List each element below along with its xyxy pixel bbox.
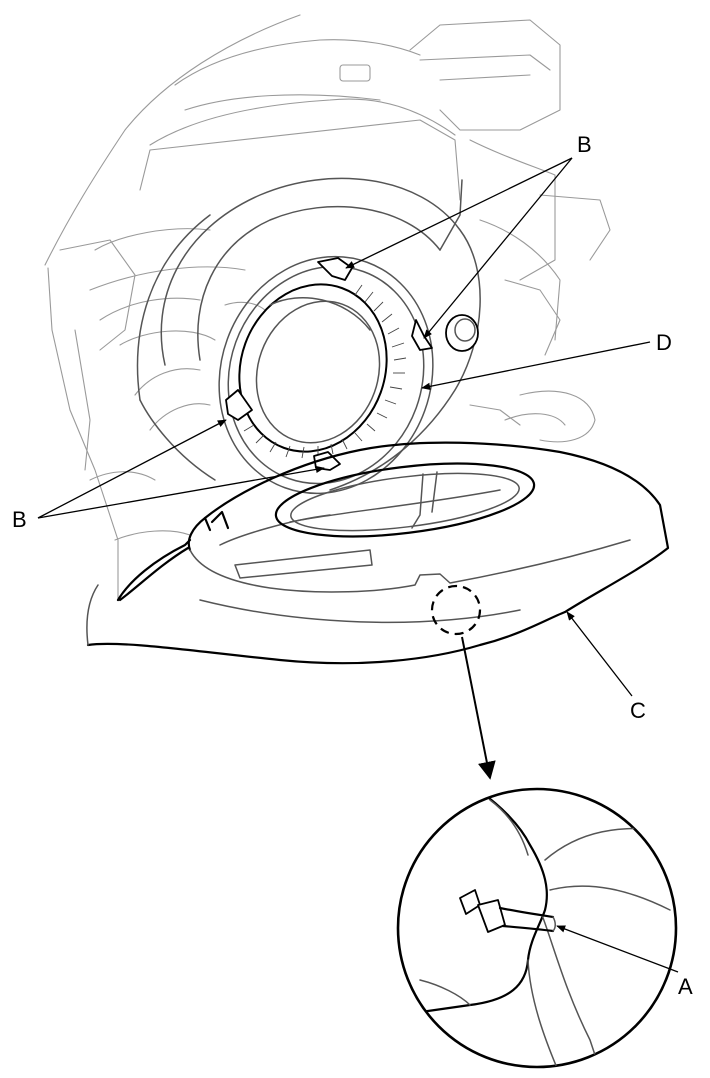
column-switch-body [136, 177, 481, 491]
hook-tabs [225, 257, 433, 471]
callout-c: C [630, 698, 646, 723]
lower-column-cover [86, 441, 670, 665]
locating-bolt [445, 314, 479, 352]
hook-tab-right [411, 319, 433, 351]
hook-tab-top [317, 257, 353, 281]
band-clip-tab [477, 899, 506, 933]
callout-leaders [37, 157, 679, 973]
callout-a: A [678, 974, 693, 999]
hook-tab-left [225, 389, 253, 421]
magnified-detail [396, 787, 678, 1069]
callout-d: D [656, 330, 672, 355]
background-structure [44, 14, 611, 601]
detail-leader [461, 636, 496, 780]
cable-reel-ring [218, 255, 434, 495]
hatched-teeth [243, 284, 407, 459]
detail-reference-circle [430, 584, 482, 636]
callout-b-upper: B [577, 132, 592, 157]
callout-b-lower: B [12, 507, 27, 532]
